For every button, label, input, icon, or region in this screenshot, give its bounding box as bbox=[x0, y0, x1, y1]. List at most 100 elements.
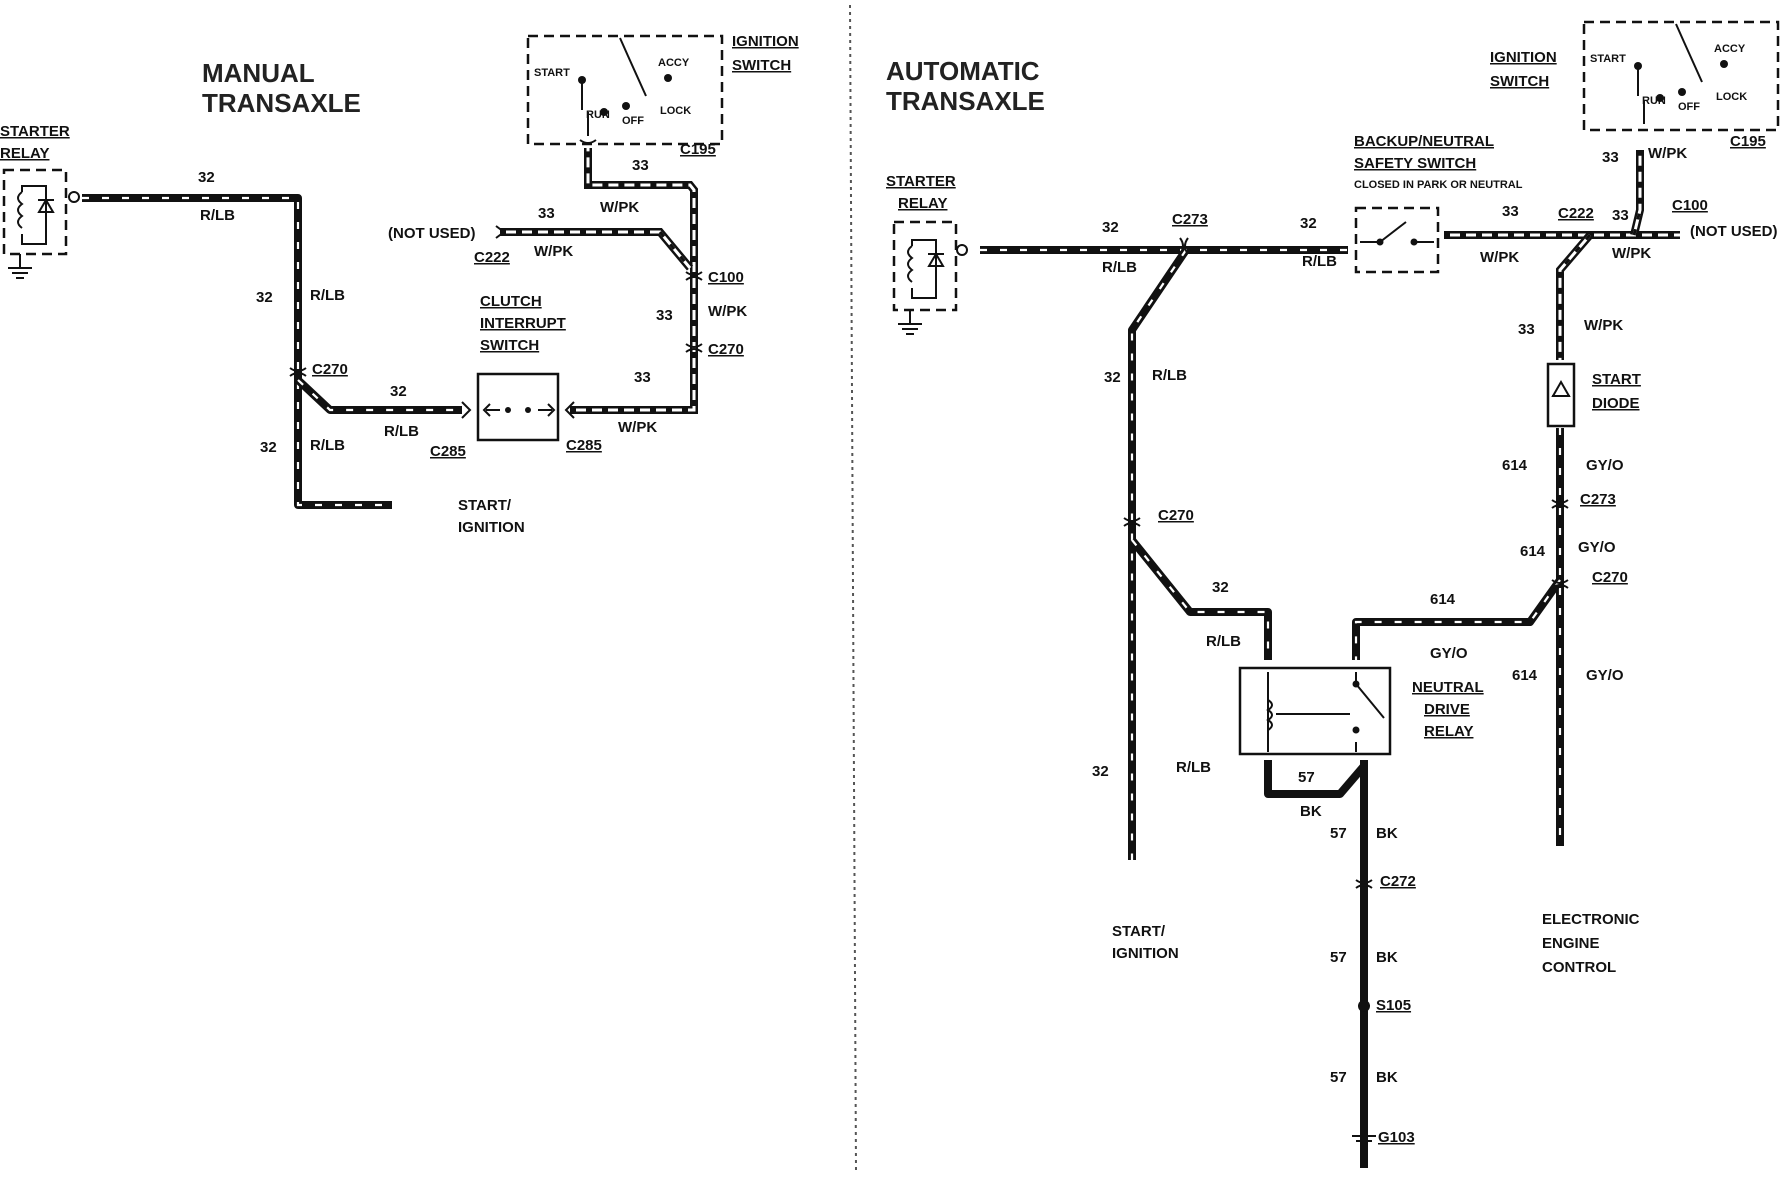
auto-w32-b: 32 bbox=[1300, 215, 1317, 232]
auto-starter-relay-label-2: RELAY bbox=[898, 195, 947, 212]
c285-left-connector bbox=[461, 401, 472, 419]
auto-c270-right-connector bbox=[1551, 579, 1569, 589]
auto-w33-a-color: W/PK bbox=[1480, 249, 1519, 266]
w33-top-color: W/PK bbox=[600, 199, 639, 216]
ignition-switch-label-2: SWITCH bbox=[732, 57, 791, 74]
w32-top-color: R/LB bbox=[200, 207, 235, 224]
auto-c270-left-connector bbox=[1123, 517, 1141, 527]
manual-starter-relay: STARTER RELAY bbox=[0, 123, 80, 279]
auto-w32-bottom: 32 bbox=[1092, 763, 1109, 780]
w32-mid-color: R/LB bbox=[310, 287, 345, 304]
auto-starter-relay-label: STARTER bbox=[886, 173, 956, 190]
w33-clutch: 33 bbox=[634, 369, 651, 386]
c272-connector bbox=[1355, 879, 1373, 889]
auto-w57-c-color: BK bbox=[1376, 1069, 1398, 1086]
auto-w57-b: 57 bbox=[1330, 949, 1347, 966]
c222-connector bbox=[495, 225, 506, 239]
eec-label: ELECTRONIC bbox=[1542, 911, 1640, 928]
ign-lock-label: LOCK bbox=[660, 105, 691, 117]
backup-switch-note: CLOSED IN PARK OR NEUTRAL bbox=[1354, 179, 1523, 191]
auto-w614-c-color: GY/O bbox=[1586, 667, 1624, 684]
c195-label: C195 bbox=[680, 141, 716, 158]
c270-left-label: C270 bbox=[312, 361, 348, 378]
c285-right-label: C285 bbox=[566, 437, 602, 454]
c222-label: C222 bbox=[474, 249, 510, 266]
c270-left-connector bbox=[289, 367, 307, 377]
auto-w32-a-color: R/LB bbox=[1102, 259, 1137, 276]
clutch-switch-box bbox=[476, 372, 560, 442]
auto-c270-left-label: C270 bbox=[1158, 507, 1194, 524]
relay-diode-icon bbox=[37, 198, 55, 213]
auto-w57-a-color: BK bbox=[1376, 825, 1398, 842]
c195-connector bbox=[579, 139, 597, 144]
auto-c273-right-connector bbox=[1551, 499, 1569, 509]
panel-divider bbox=[849, 4, 857, 1171]
auto-w614-relay-color: GY/O bbox=[1430, 645, 1468, 662]
auto-w57-a: 57 bbox=[1330, 825, 1347, 842]
auto-w57-relay-color: BK bbox=[1300, 803, 1322, 820]
c270-right-label: C270 bbox=[708, 341, 744, 358]
auto-starter-relay-box bbox=[892, 220, 958, 312]
auto-ignition-switch: START ACCY RUN OFF LOCK IGNITION SWITCH bbox=[1490, 20, 1780, 132]
automatic-title-2: TRANSAXLE bbox=[886, 86, 1045, 116]
backup-switch-label-2: SAFETY SWITCH bbox=[1354, 155, 1476, 172]
eec-label-3: CONTROL bbox=[1542, 959, 1616, 976]
c100-connector bbox=[685, 271, 703, 281]
automatic-title: AUTOMATIC bbox=[886, 56, 1040, 86]
manual-transaxle-panel: MANUAL TRANSAXLE STARTER RELAY bbox=[0, 33, 799, 536]
ignition-switch-box bbox=[526, 34, 724, 146]
s105-label: S105 bbox=[1376, 997, 1411, 1014]
ignition-switch-label: IGNITION bbox=[732, 33, 799, 50]
w33-c222-color: W/PK bbox=[534, 243, 573, 260]
auto-ignition-switch-label-2: SWITCH bbox=[1490, 73, 1549, 90]
auto-w32-left-color: R/LB bbox=[1152, 367, 1187, 384]
auto-wire-32-relay bbox=[1128, 537, 1272, 660]
wire-32-main bbox=[82, 194, 392, 509]
auto-w614-c: 614 bbox=[1512, 667, 1538, 684]
start-diode-label: START bbox=[1592, 371, 1641, 388]
auto-ign-lock: LOCK bbox=[1716, 91, 1747, 103]
g103-ground-icon bbox=[1352, 1135, 1376, 1147]
c272-label: C272 bbox=[1380, 873, 1416, 890]
w32-low: 32 bbox=[260, 439, 277, 456]
auto-c100-label: C100 bbox=[1672, 197, 1708, 214]
auto-w614-relay: 614 bbox=[1430, 591, 1456, 608]
auto-ign-off: OFF bbox=[1678, 101, 1700, 113]
c270-right-connector bbox=[685, 343, 703, 353]
auto-wire-32-left bbox=[1128, 247, 1190, 860]
ndr-label-3: RELAY bbox=[1424, 723, 1473, 740]
auto-wire-57 bbox=[1264, 760, 1368, 1168]
auto-w614-b-color: GY/O bbox=[1578, 539, 1616, 556]
auto-w32-b-color: R/LB bbox=[1302, 253, 1337, 270]
auto-start-ignition-label: START/ bbox=[1112, 923, 1166, 940]
ign-run-label: RUN bbox=[586, 109, 610, 121]
automatic-transaxle-panel: AUTOMATIC TRANSAXLE STARTER RELAY bbox=[886, 20, 1780, 1168]
manual-ignition-switch: START ACCY RUN OFF LOCK IGNITION SWITCH bbox=[526, 33, 799, 146]
auto-w32-a: 32 bbox=[1102, 219, 1119, 236]
w32-clutch: 32 bbox=[390, 383, 407, 400]
w32-mid: 32 bbox=[256, 289, 273, 306]
wire-33-c222 bbox=[500, 228, 694, 271]
manual-title-2: TRANSAXLE bbox=[202, 88, 361, 118]
eec-label-2: ENGINE bbox=[1542, 935, 1600, 952]
ign-accy-label: ACCY bbox=[658, 57, 690, 69]
manual-title: MANUAL bbox=[202, 58, 315, 88]
ndr-label: NEUTRAL bbox=[1412, 679, 1484, 696]
ndr-label-2: DRIVE bbox=[1424, 701, 1470, 718]
w33-c100-color: W/PK bbox=[708, 303, 747, 320]
ign-off-label: OFF bbox=[622, 115, 644, 127]
clutch-label: CLUTCH bbox=[480, 293, 542, 310]
g103-label: G103 bbox=[1378, 1129, 1415, 1146]
w33-clutch-color: W/PK bbox=[618, 419, 657, 436]
auto-w33-b: 33 bbox=[1612, 207, 1629, 224]
auto-w32-left: 32 bbox=[1104, 369, 1121, 386]
auto-w32-bottom-color: R/LB bbox=[1176, 759, 1211, 776]
auto-ground-icon bbox=[898, 310, 922, 335]
clutch-interrupt-switch: CLUTCH INTERRUPT SWITCH bbox=[476, 293, 566, 442]
auto-ign-start: START bbox=[1590, 53, 1626, 65]
diode-icon bbox=[1551, 379, 1571, 397]
starter-relay-box bbox=[2, 168, 68, 256]
auto-w33-a: 33 bbox=[1502, 203, 1519, 220]
c100-label: C100 bbox=[708, 269, 744, 286]
auto-c273-top-connector bbox=[1179, 237, 1189, 255]
